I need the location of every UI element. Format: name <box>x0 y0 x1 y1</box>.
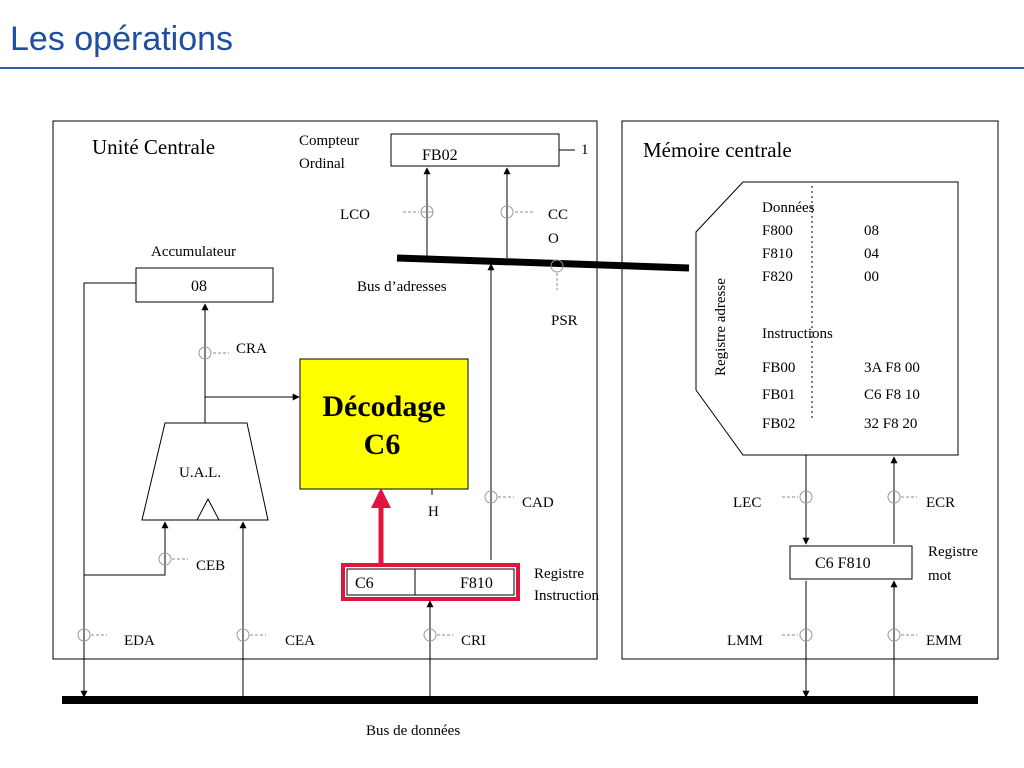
cpu-box <box>52 120 598 660</box>
pc-label-1: Compteur <box>299 133 359 149</box>
data-rows: F800 08 F810 04 F820 00 <box>762 223 880 285</box>
instr-val-0: 3A F8 00 <box>864 360 920 376</box>
memory-heading: Mémoire centrale <box>643 138 792 162</box>
word-label-2: mot <box>928 568 952 584</box>
lco-label: LCO <box>340 207 370 223</box>
data-val-0: 08 <box>864 223 879 239</box>
instr-addr-0: FB00 <box>762 360 795 376</box>
ceb-switch-icon <box>158 552 172 566</box>
memory-array <box>695 181 959 456</box>
cco-label-2: O <box>548 231 559 247</box>
ecr-label: ECR <box>926 495 955 511</box>
address-register-label: Registre adresse <box>713 278 729 376</box>
h-label: H <box>428 504 439 520</box>
ir-opcode: C6 <box>355 575 374 592</box>
cpu-heading: Unité Centrale <box>92 135 215 159</box>
instr-addr-1: FB01 <box>762 387 795 403</box>
ir-label-1: Registre <box>534 566 584 582</box>
ceb-label: CEB <box>196 558 225 574</box>
data-val-1: 04 <box>864 246 880 262</box>
cri-switch-icon <box>423 628 437 642</box>
data-addr-2: F820 <box>762 269 793 285</box>
lec-label: LEC <box>733 495 761 511</box>
decode-text-2: C6 <box>364 428 401 461</box>
cco-switch-icon <box>500 205 514 219</box>
slide-title: Les opérations <box>10 20 234 58</box>
acc-label: Accumulateur <box>151 244 236 260</box>
address-bus <box>396 254 690 272</box>
ecr-switch-icon <box>887 490 901 504</box>
cea-switch-icon <box>236 628 250 642</box>
alu-label: U.A.L. <box>179 465 221 481</box>
data-title: Données <box>762 200 815 216</box>
cco-label-1: CC <box>548 207 568 223</box>
instr-addr-2: FB02 <box>762 416 795 432</box>
instruction-rows: FB00 3A F8 00 FB01 C6 F8 10 FB02 32 F8 2… <box>762 360 920 432</box>
ir-operand: F810 <box>460 575 493 592</box>
psr-label: PSR <box>551 313 578 329</box>
instruction-register-highlight <box>341 563 520 601</box>
pc-increment: 1 <box>581 142 589 158</box>
instruction-register <box>346 568 515 596</box>
instr-val-1: C6 F8 10 <box>864 387 920 403</box>
data-val-2: 00 <box>864 269 879 285</box>
data-addr-0: F800 <box>762 223 793 239</box>
data-addr-1: F810 <box>762 246 793 262</box>
ir-label-2: Instruction <box>534 588 599 604</box>
cra-label: CRA <box>236 341 267 357</box>
data-bus-label: Bus de données <box>366 723 460 739</box>
decode-box <box>299 358 469 490</box>
cad-label: CAD <box>522 495 554 511</box>
pc-value: FB02 <box>422 147 458 164</box>
memory-box <box>621 120 999 660</box>
lmm-label: LMM <box>727 633 763 649</box>
address-bus-label: Bus d’adresses <box>357 279 447 295</box>
acc-value: 08 <box>191 278 207 295</box>
emm-switch-icon <box>887 628 901 642</box>
instr-val-2: 32 F8 20 <box>864 416 917 432</box>
accumulator <box>135 267 274 303</box>
psr-switch-icon <box>550 259 564 273</box>
acc-to-databus-wire <box>80 282 136 698</box>
lec-switch-icon <box>799 490 813 504</box>
cri-label: CRI <box>461 633 486 649</box>
instructions-title: Instructions <box>762 326 833 342</box>
eda-switch-icon <box>77 628 91 642</box>
emm-label: EMM <box>926 633 962 649</box>
word-label-1: Registre <box>928 544 978 560</box>
decode-text-1: Décodage <box>322 390 445 423</box>
word-value: C6 F810 <box>815 555 871 572</box>
alu <box>141 422 269 521</box>
title-underline <box>0 67 1024 69</box>
cra-switch-icon <box>198 346 212 360</box>
cad-switch-icon <box>484 490 498 504</box>
program-counter <box>390 133 560 167</box>
databus-to-alu-left <box>84 521 169 576</box>
lmm-switch-icon <box>799 628 813 642</box>
alu-input-notch <box>196 497 220 521</box>
eda-label: EDA <box>124 633 155 649</box>
cea-label: CEA <box>285 633 315 649</box>
pc-label-2: Ordinal <box>299 156 345 172</box>
word-register <box>789 545 913 580</box>
